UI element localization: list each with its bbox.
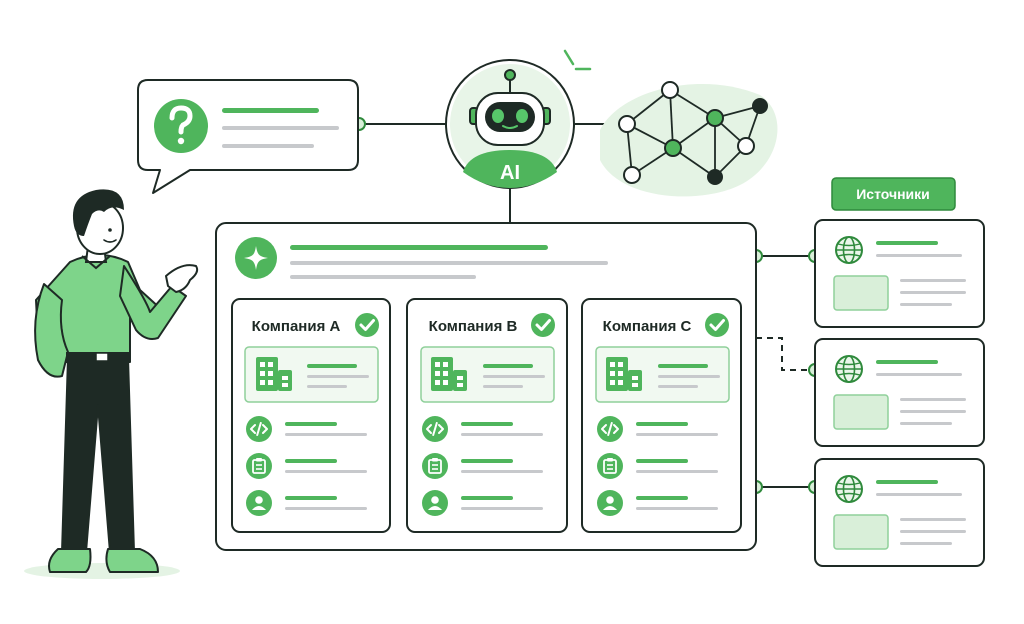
sparkle-icon — [235, 237, 277, 279]
company-card: Компания C — [581, 298, 742, 533]
company-title: Компания B — [429, 318, 518, 335]
globe-icon — [835, 355, 863, 383]
company-card: Компания B — [406, 298, 568, 533]
robot-icon — [469, 69, 551, 146]
company-cards: Компания A Компания B — [231, 298, 742, 533]
user-icon — [597, 490, 623, 516]
source-card — [814, 338, 985, 447]
code-icon — [245, 415, 273, 443]
sources: Источники — [814, 177, 985, 567]
company-title: Компания A — [252, 318, 341, 335]
check-circle-icon — [353, 311, 381, 339]
question-mark-icon — [154, 99, 208, 153]
source-card — [814, 219, 985, 328]
network-graph — [600, 81, 778, 197]
source-card — [814, 458, 985, 567]
code-icon — [596, 415, 624, 443]
question-bubble — [137, 79, 359, 194]
check-circle-icon — [703, 311, 731, 339]
user-icon — [246, 490, 272, 516]
company-title: Компания C — [603, 318, 692, 335]
ai-badge: AI — [445, 49, 592, 189]
company-card: Компания A — [231, 298, 391, 533]
sources-label: Источники — [856, 186, 930, 202]
user-icon — [422, 490, 448, 516]
check-circle-icon — [529, 311, 557, 339]
code-icon — [421, 415, 449, 443]
clipboard-icon — [245, 452, 273, 480]
person-figure — [24, 189, 199, 579]
clipboard-icon — [421, 452, 449, 480]
globe-icon — [835, 236, 863, 264]
clipboard-icon — [596, 452, 624, 480]
ai-label: AI — [500, 162, 520, 184]
globe-icon — [835, 475, 863, 503]
